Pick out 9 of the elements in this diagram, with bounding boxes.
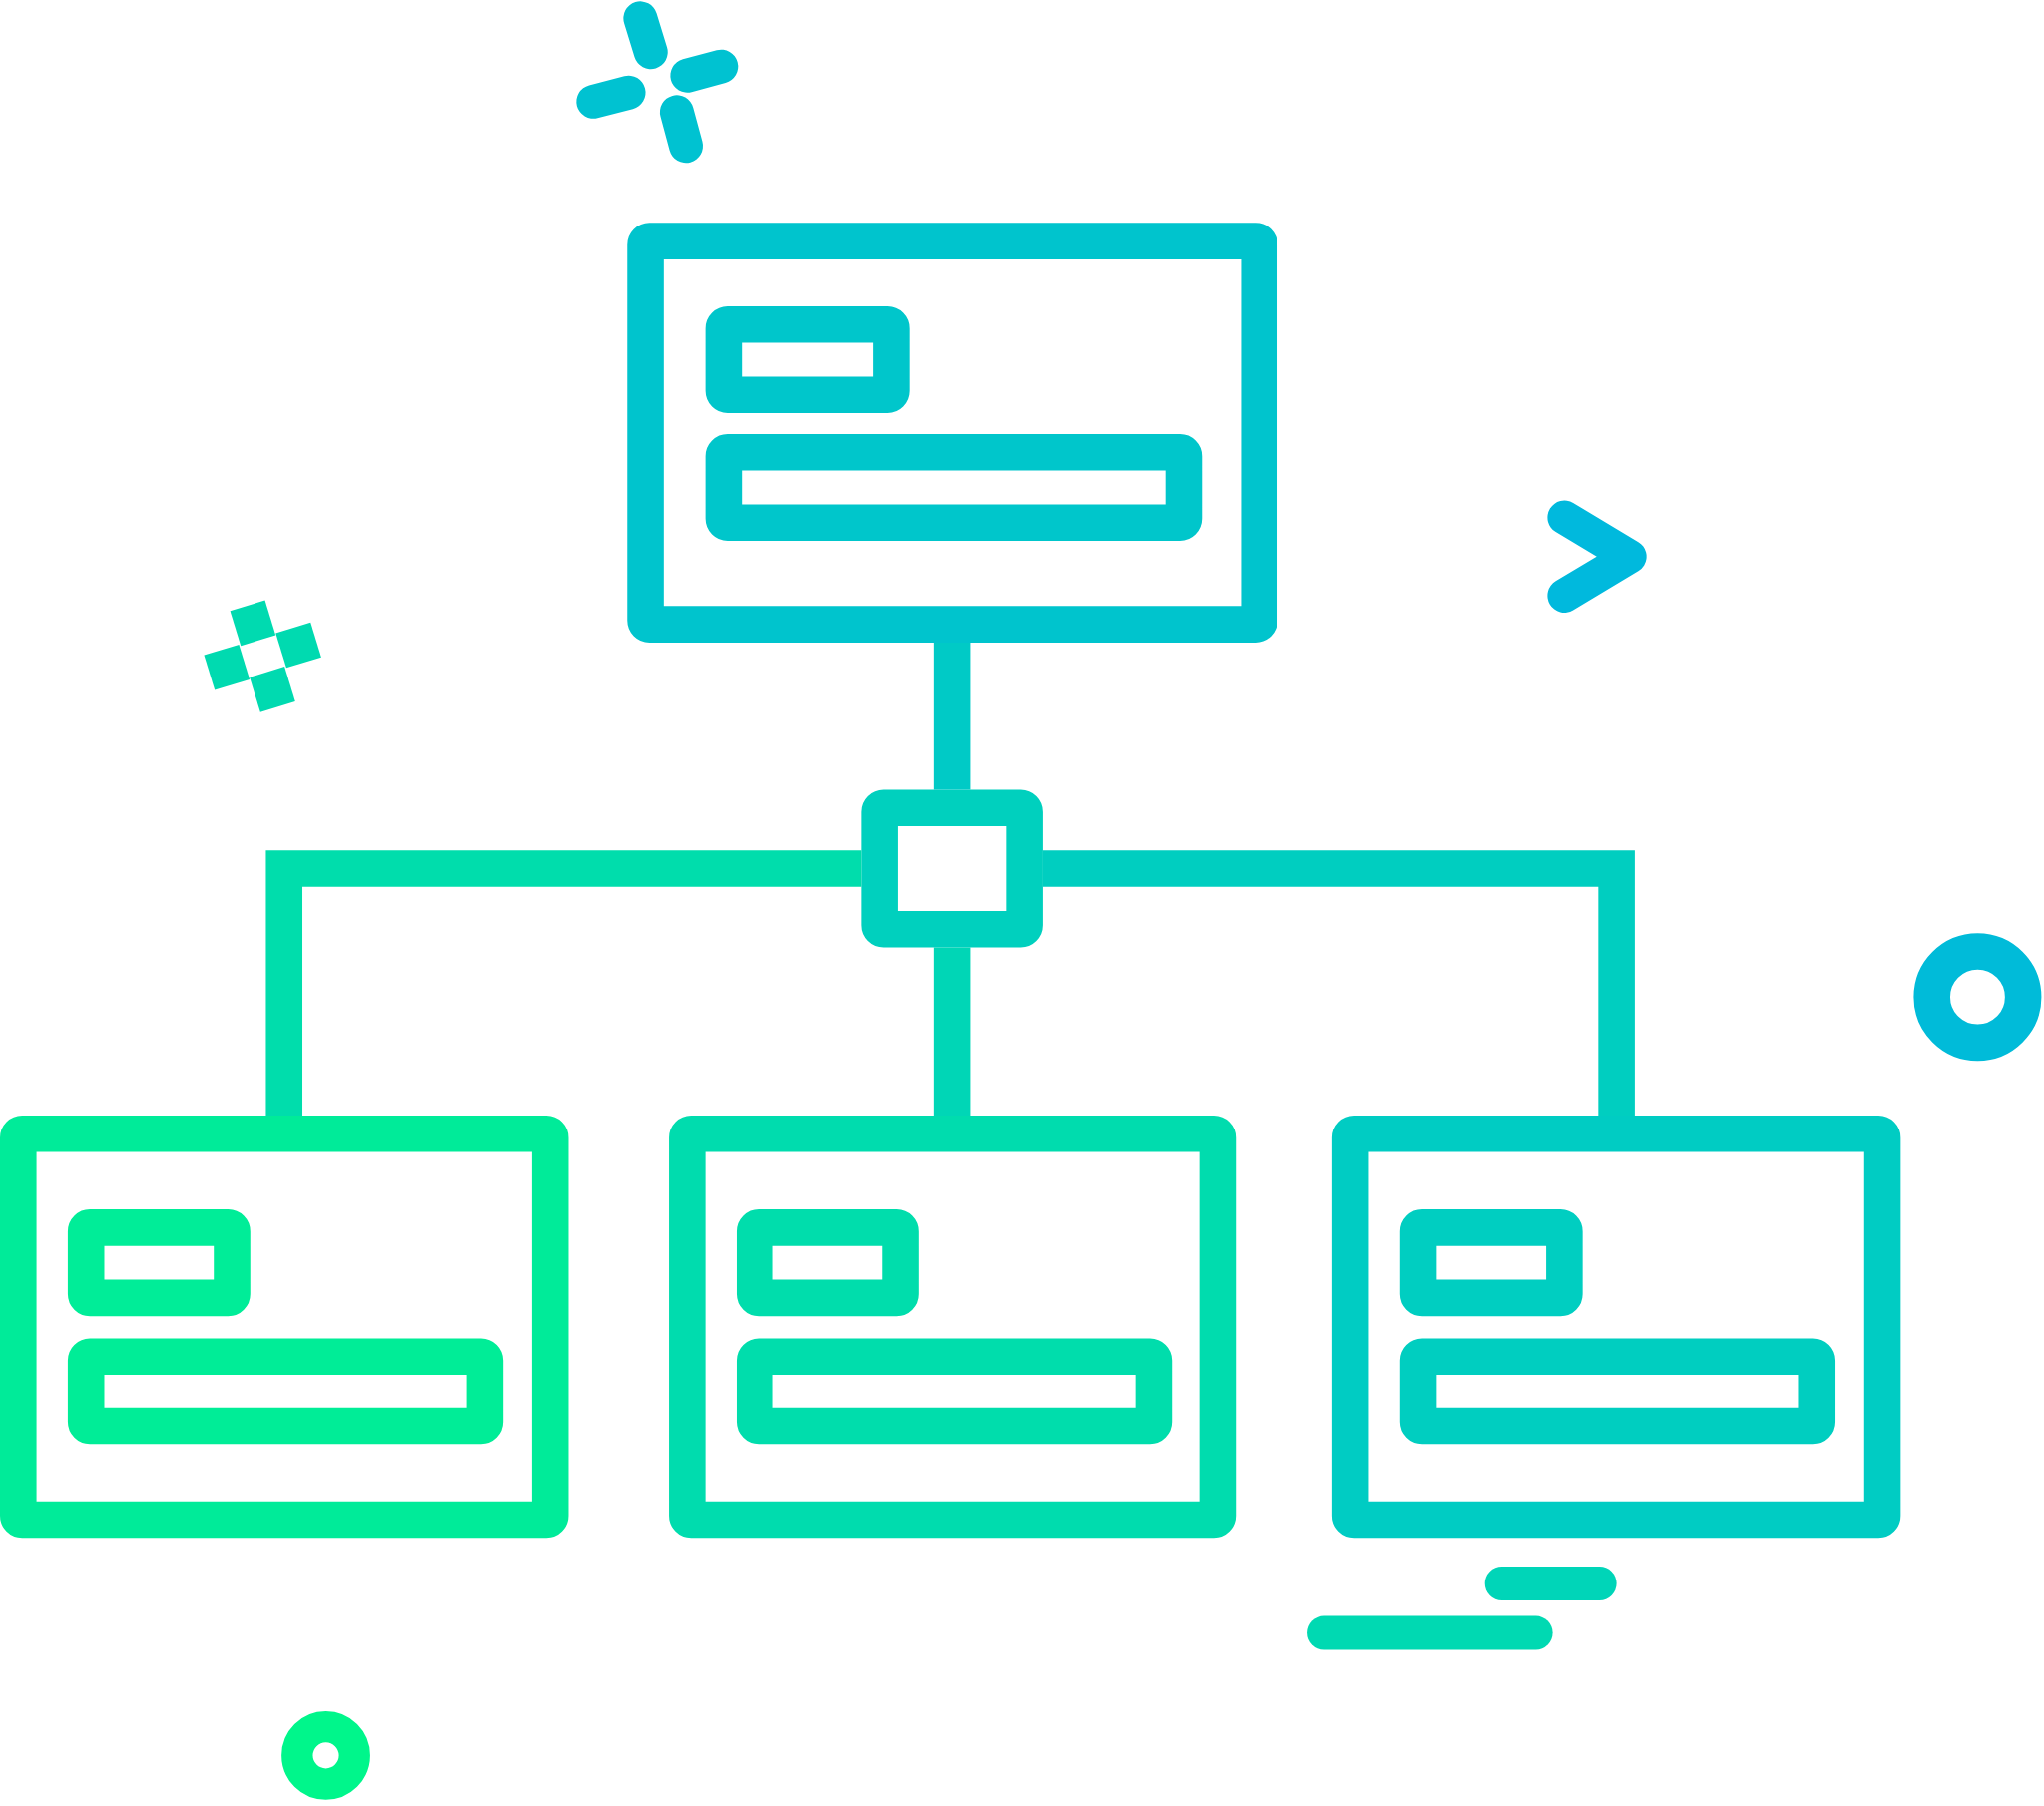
- window-box: [0, 1115, 569, 1539]
- window-box: [861, 789, 1043, 948]
- window-box: [1331, 1115, 1901, 1539]
- connector-line: [265, 850, 862, 1116]
- connector-line: [933, 642, 971, 790]
- window-box: [669, 1115, 1237, 1539]
- connector-line: [933, 947, 971, 1116]
- window-box: [627, 223, 1278, 643]
- connector-line: [1042, 850, 1635, 1116]
